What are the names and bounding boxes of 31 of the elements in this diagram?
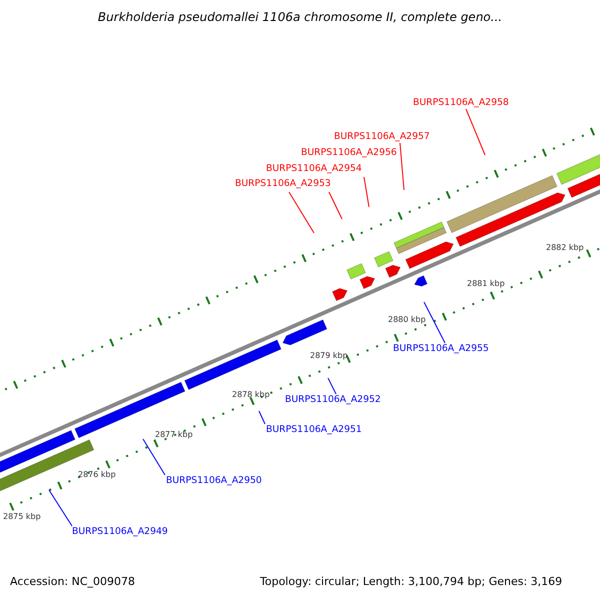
leader-line [400, 142, 404, 190]
footer-text: Accession: NC_009078 [10, 575, 136, 588]
leader-line [142, 438, 166, 476]
title: Burkholderia pseudomallei 1106a chromosome II, complete geno... [96, 10, 504, 24]
scale-label: 2876 kbp [78, 470, 116, 480]
leader-line [364, 176, 370, 208]
scale-label: 2877 kbp [155, 430, 193, 440]
gene-label: BURPS1106A_A2949 [72, 526, 168, 537]
leader-line [328, 378, 336, 394]
scale-label: 2881 kbp [467, 279, 505, 289]
scale-label: 2878 kbp [232, 390, 270, 400]
gene-label: BURPS1106A_A2954 [266, 163, 362, 174]
leader-line [288, 192, 314, 234]
gene-label: BURPS1106A_A2951 [266, 424, 362, 435]
gene-label: BURPS1106A_A2950 [166, 475, 262, 486]
scale-label: 2875 kbp [3, 512, 41, 522]
scale-label: 2882 kbp [546, 243, 584, 253]
footer-text: Topology: circular; Length: 3,100,794 bp; Genes: 3,169 [260, 575, 562, 588]
leader-line [258, 410, 266, 424]
leader-line [48, 490, 72, 526]
gene-label: BURPS1106A_A2955 [393, 343, 489, 354]
leader-line [328, 192, 342, 220]
gene-label: BURPS1106A_A2953 [235, 178, 331, 189]
gene-label: BURPS1106A_A2956 [301, 147, 397, 158]
leader-line [424, 302, 446, 344]
leader-line [466, 108, 486, 156]
scale-label: 2880 kbp [388, 315, 426, 325]
gene-label: BURPS1106A_A2952 [285, 394, 381, 405]
gene-label: BURPS1106A_A2957 [334, 131, 430, 142]
gene-label: BURPS1106A_A2958 [413, 97, 509, 108]
scale-label: 2879 kbp [310, 351, 348, 361]
